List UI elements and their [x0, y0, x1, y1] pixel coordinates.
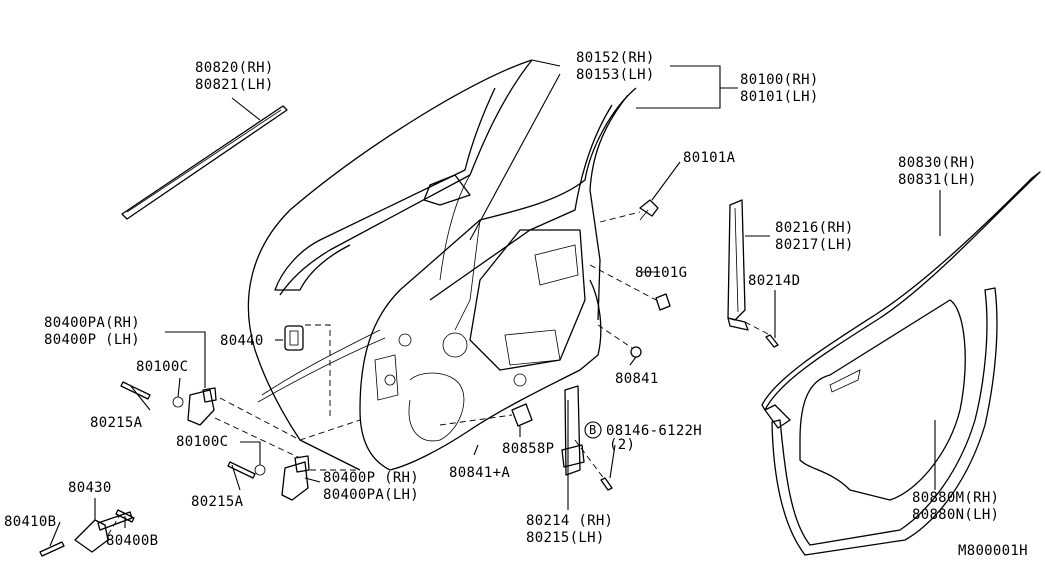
label-80214D: 80214D	[748, 273, 801, 289]
label-80101G: 80101G	[635, 265, 688, 281]
door-molding-strip	[121, 97, 288, 220]
label-80101A: 80101A	[683, 150, 736, 166]
leader-lines	[49, 59, 941, 547]
label-80858P: 80858P	[502, 441, 555, 457]
label-08146: 08146-6122H	[606, 423, 703, 439]
label-80217: 80217(LH)	[775, 237, 854, 253]
door-opening-weatherstrip	[771, 287, 998, 556]
label-80215: 80215(LH)	[526, 530, 605, 546]
clip-80101A	[639, 199, 659, 221]
upper-hinge	[120, 381, 217, 426]
label-80214: 80214 (RH)	[526, 513, 614, 529]
plug-80841	[630, 346, 642, 358]
label-08146-qty: (2)	[609, 437, 636, 453]
label-80400P-lh: 80400P (LH)	[44, 332, 141, 348]
label-80400PA-rh: 80400PA(RH)	[44, 315, 141, 331]
weatherstrip-upper	[761, 171, 1041, 429]
bumper-80858P	[511, 403, 533, 427]
label-80100C-bot: 80100C	[176, 434, 229, 450]
label-80820: 80820(RH)	[195, 60, 274, 76]
assembly-dashed-lines	[107, 211, 771, 536]
label-80215A-bot: 80215A	[191, 494, 244, 510]
label-80841: 80841	[615, 371, 659, 387]
label-80216: 80216(RH)	[775, 220, 854, 236]
label-80821: 80821(LH)	[195, 77, 274, 93]
label-80831: 80831(LH)	[898, 172, 977, 188]
label-80153: 80153(LH)	[576, 67, 655, 83]
door-outer-panel	[247, 59, 533, 471]
label-80880M: 80880M(RH)	[912, 490, 1000, 506]
bolt-symbol-circle	[584, 421, 602, 439]
trim-clip-80440	[284, 325, 304, 351]
label-80400PA-lh: 80400PA(LH)	[323, 487, 420, 503]
label-80152: 80152(RH)	[576, 50, 655, 66]
label-80440: 80440	[220, 333, 264, 349]
bolt-symbol-letter: B	[589, 423, 597, 437]
label-80215A-top: 80215A	[90, 415, 143, 431]
label-80841A: 80841+A	[449, 465, 511, 481]
label-80100C-top: 80100C	[136, 359, 189, 375]
diagram-code: M800001H	[958, 543, 1028, 559]
sash-bracket-80214	[561, 385, 585, 476]
label-80430: 80430	[68, 480, 112, 496]
door-inner-frame	[359, 87, 637, 471]
bolts	[600, 334, 779, 491]
sash-channel	[727, 199, 749, 331]
label-80101: 80101(LH)	[740, 89, 819, 105]
label-80400P-rh: 80400P (RH)	[323, 470, 420, 486]
label-80830: 80830(RH)	[898, 155, 977, 171]
label-80100: 80100(RH)	[740, 72, 819, 88]
label-80880N: 80880N(LH)	[912, 507, 1000, 523]
grommet-80101G	[655, 293, 671, 311]
label-80410B: 80410B	[4, 514, 57, 530]
label-80400B: 80400B	[106, 533, 159, 549]
